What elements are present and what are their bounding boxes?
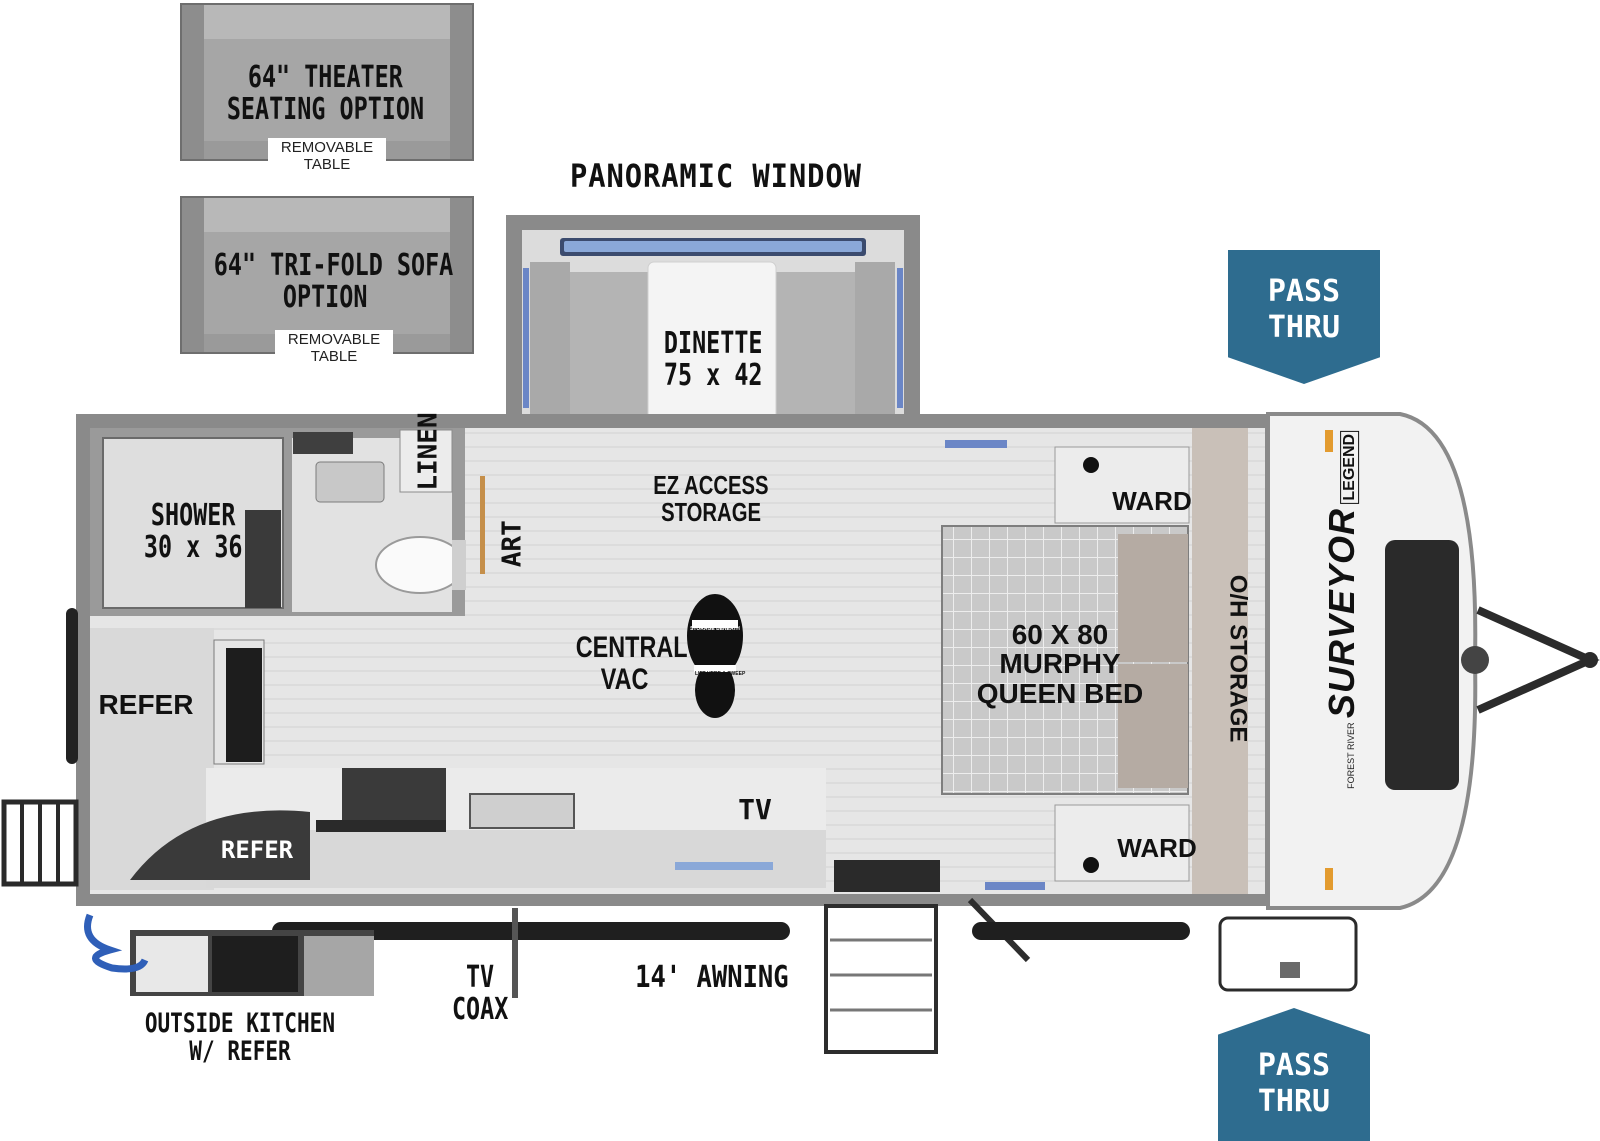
trifold-removable-table-tag: REMOVABLE TABLE xyxy=(275,330,393,366)
front-cap xyxy=(1266,412,1600,910)
ward-top-label: WARD xyxy=(1112,486,1192,516)
galley xyxy=(90,628,826,890)
pass-thru-top-badge: PASS THRU xyxy=(1228,250,1380,384)
theater-removable-table-tag: REMOVABLE TABLE xyxy=(268,138,386,174)
trifold-sofa-label: 64" TRI-FOLD SOFA OPTION xyxy=(213,248,454,315)
art-label: ART xyxy=(497,520,528,568)
outside-kitchen-label: OUTSIDE KITCHEN W/ REFER xyxy=(144,1008,336,1068)
refer-left-label: REFER xyxy=(98,689,194,720)
awning-label: 14' AWNING xyxy=(635,960,789,995)
trifold-sofa-option xyxy=(180,196,474,354)
boot-text-top: STORAGE BENEATH xyxy=(690,626,740,632)
rear-rack xyxy=(1,608,79,887)
central-vac-boot xyxy=(687,594,743,718)
bedroom xyxy=(941,428,1248,894)
ez-access-storage-label: EZ ACCESS STORAGE xyxy=(653,470,769,528)
boot-text-bottom: LIFT HERE & SWEEP xyxy=(695,671,746,677)
theater-seating-label: 64" THEATER SEATING OPTION xyxy=(226,60,424,127)
tv-label: TV xyxy=(738,793,772,826)
front-storage-box xyxy=(1218,916,1358,992)
theater-seating-option xyxy=(180,3,474,161)
shower-label: SHOWER 30 x 36 xyxy=(143,498,243,565)
linen-label: LINEN xyxy=(413,412,444,491)
refer-lower-label: REFER xyxy=(220,836,294,864)
oh-storage-label: O/H STORAGE xyxy=(1224,574,1252,743)
dinette-label: DINETTE 75 x 42 xyxy=(663,326,763,393)
pass-thru-bottom-badge: PASS THRU xyxy=(1218,1008,1370,1141)
ward-bottom-label: WARD xyxy=(1117,833,1197,863)
murphy-bed-label: 60 X 80 MURPHY QUEEN BED xyxy=(976,619,1144,709)
outside-kitchen xyxy=(84,913,374,996)
brand-small: FOREST RIVER xyxy=(1346,722,1357,789)
brand-logo: FOREST RIVER SURVEYOR LEGEND xyxy=(1321,430,1362,789)
brand-main: SURVEYOR xyxy=(1321,508,1363,719)
awning xyxy=(272,908,1190,998)
tv-coax-label: TV COAX xyxy=(451,960,509,1027)
brand-sub: LEGEND xyxy=(1340,430,1360,504)
panoramic-window-label: PANORAMIC WINDOW xyxy=(570,157,862,195)
central-vac-label: CENTRAL VAC xyxy=(575,631,688,696)
bathroom xyxy=(90,428,485,616)
